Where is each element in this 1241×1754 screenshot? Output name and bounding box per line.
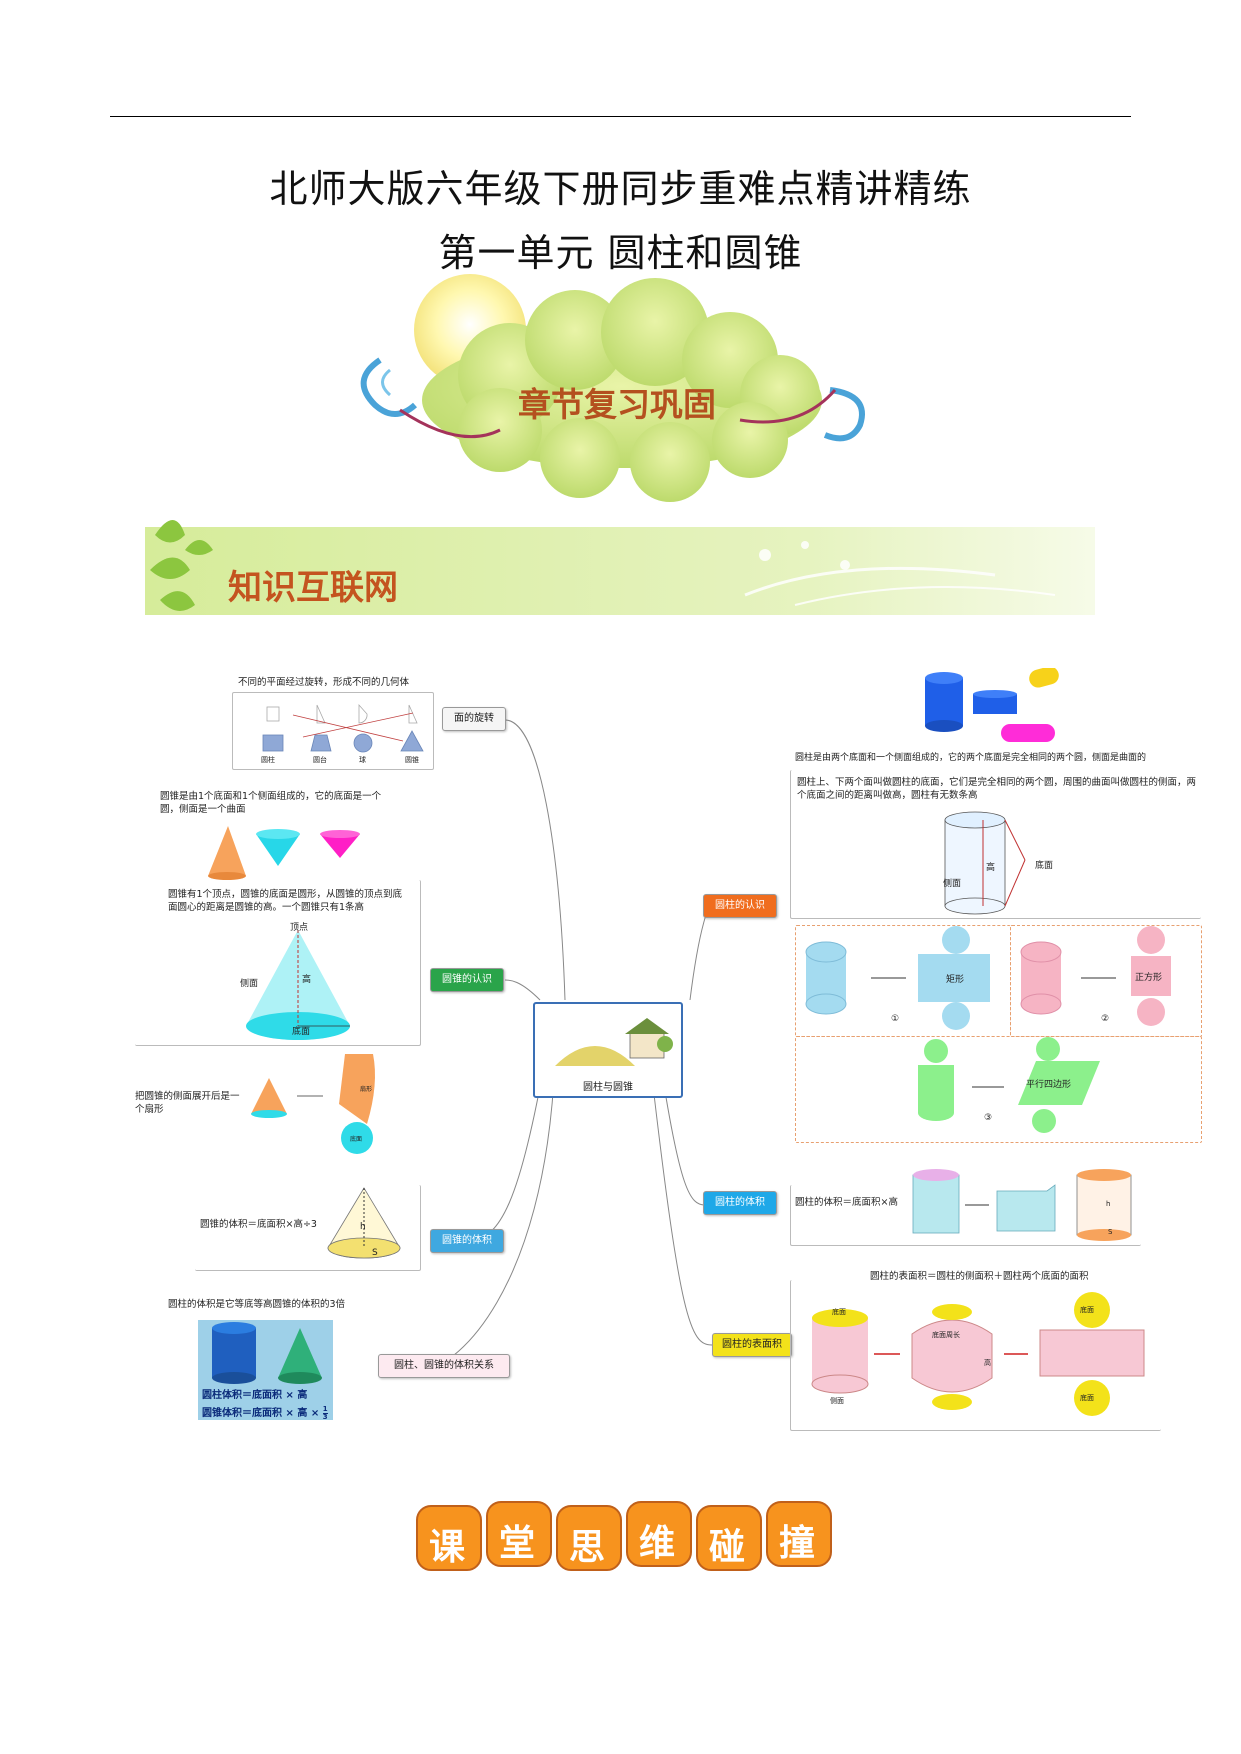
- relation-fraction: 1 3: [322, 1404, 328, 1421]
- cloud-sun-illustration: [360, 274, 865, 502]
- unfold-mark: ①: [891, 1014, 900, 1024]
- stamp-char: 思: [569, 1527, 606, 1568]
- stamp-char: 撞: [779, 1523, 816, 1564]
- unfold-rectangle-panel: 矩形 ①: [795, 925, 1011, 1037]
- cylinder-side-label: 侧面: [943, 879, 962, 889]
- relation-formula-2-text: 圆锥体积＝底面积 × 高 ×: [202, 1408, 320, 1419]
- cylinder-base-label: 底面: [1035, 861, 1054, 871]
- cone-unfold-diagram: [251, 1054, 375, 1154]
- unfold-parallelogram-diagram: [918, 1037, 1100, 1133]
- surface-height-label: 高: [984, 1359, 991, 1367]
- unfold-square-panel: 正方形 ②: [1010, 925, 1202, 1037]
- unfold-rectangle-diagram: [805, 926, 990, 1030]
- page-subtitle: 第一单元 圆柱和圆锥: [438, 231, 803, 275]
- relation-fraction-num: 1: [322, 1404, 328, 1413]
- relation-fraction-den: 3: [322, 1412, 328, 1421]
- cylinder-note-1: 圆柱是由两个底面和一个侧面组成的，它的两个底面是完全相同的两个圆，侧面是曲面的: [795, 753, 1147, 763]
- cylinder-volume-diagram: [912, 1169, 1132, 1241]
- unfold-shape-label: 正方形: [1135, 973, 1163, 983]
- cone-side-label: 侧面: [240, 979, 259, 989]
- cylinder-volume-s: S: [1108, 1228, 1113, 1236]
- cylinder-volume-h: h: [1106, 1200, 1111, 1208]
- relation-node[interactable]: 圆柱、圆锥的体积关系: [378, 1354, 510, 1378]
- rotation-node[interactable]: 面的旋转: [442, 707, 506, 731]
- cone-note-2: 圆锥有1个顶点，圆锥的底面是圆形，从圆锥的顶点到底面圆心的距离是圆锥的高。一个圆…: [168, 889, 403, 913]
- page-title: 北师大版六年级下册同步重难点精讲精练: [269, 167, 972, 211]
- stamp-char: 课: [429, 1527, 466, 1568]
- surface-top-label: 底面: [1080, 1306, 1094, 1314]
- cylinder-surface-note: 圆柱的表面积＝圆柱的侧面积＋圆柱两个底面的面积: [870, 1271, 1089, 1282]
- cylinder-recognition-node[interactable]: 圆柱的认识: [703, 894, 777, 918]
- relation-card: 圆柱体积＝底面积 × 高 圆锥体积＝底面积 × 高 × 1 3: [198, 1320, 333, 1420]
- cylinder-cone-compare-icon: [212, 1322, 322, 1384]
- cone-unfold-note: 把圆锥的侧面展开后是一个扇形: [135, 1091, 240, 1115]
- cone-panel: [135, 880, 421, 1046]
- rotation-panel: 圆柱 圆台 球 圆锥: [232, 692, 434, 770]
- cone-recognition-node[interactable]: 圆锥的认识: [430, 968, 504, 992]
- unfold-parallelogram-panel: 平行四边形 ③: [795, 1036, 1202, 1143]
- cone-volume-node[interactable]: 圆锥的体积: [430, 1229, 504, 1253]
- cone-volume-note: 圆锥的体积＝底面积×高÷3: [200, 1219, 317, 1230]
- classroom-banner: 课 堂 思 维 碰 撞: [415, 1498, 835, 1578]
- cone-base-label: 底面: [292, 1027, 311, 1037]
- stamp-tiles: [416, 1501, 832, 1571]
- cone-unfold-label-base: 底面: [350, 1136, 363, 1143]
- cylinder-height-label: 高: [986, 863, 996, 873]
- cone-note-1: 圆锥是由1个底面和1个侧面组成的，它的底面是一个圆，侧面是一个曲面: [160, 791, 382, 815]
- rotation-shape-label: 圆台: [313, 756, 327, 764]
- leaf-band-illustration: [145, 520, 1095, 615]
- unfold-square-diagram: [1020, 926, 1171, 1026]
- rotation-shape-label: 圆锥: [405, 756, 419, 764]
- cone-volume-panel: [195, 1185, 421, 1271]
- relation-note: 圆柱的体积是它等底等高圆锥的体积的3倍: [168, 1299, 346, 1310]
- unfold-mark: ②: [1101, 1014, 1110, 1024]
- cylinder-diagram: [944, 811, 1026, 915]
- stamp-char: 堂: [499, 1523, 536, 1564]
- cylinder-colored-icons: [925, 668, 1059, 742]
- unfold-mark: ③: [984, 1113, 993, 1123]
- unfold-shape-label: 平行四边形: [1026, 1080, 1072, 1090]
- rotation-shape-label: 球: [359, 756, 366, 764]
- cylinder-surface-panel: [790, 1280, 1161, 1431]
- cone-volume-diagram: [327, 1187, 401, 1259]
- review-banner: 章节复习巩固: [360, 270, 880, 510]
- review-banner-label: 章节复习巩固: [518, 385, 716, 424]
- surface-bottom-label: 底面: [1080, 1394, 1094, 1402]
- cone-height-label: 高: [302, 975, 312, 985]
- surface-base-label: 底面: [832, 1308, 846, 1316]
- unfold-shape-label: 矩形: [946, 975, 965, 985]
- header-rule: [110, 116, 1131, 117]
- cone-diagram: [246, 930, 350, 1040]
- cylinder-volume-node[interactable]: 圆柱的体积: [703, 1191, 777, 1215]
- rotation-solids-icon: [262, 703, 424, 753]
- rotation-shape-label: 圆柱: [261, 756, 275, 764]
- cylinder-surface-node[interactable]: 圆柱的表面积: [712, 1333, 792, 1357]
- cone-apex-label: 顶点: [290, 923, 309, 933]
- knowledge-banner-label: 知识互联网: [228, 568, 398, 608]
- knowledge-banner: 知识互联网: [145, 505, 1095, 625]
- relation-formula-2: 圆锥体积＝底面积 × 高 × 1 3: [202, 1404, 328, 1421]
- cone-volume-s: S: [372, 1248, 378, 1258]
- cylinder-surface-diagram: [811, 1292, 1145, 1416]
- surface-perimeter-label: 底面周长: [932, 1331, 960, 1339]
- cylinder-note-2: 圆柱上、下两个面叫做圆柱的底面，它们是完全相同的两个圆，周围的曲面叫做圆柱的侧面…: [797, 777, 1197, 801]
- relation-formula-1: 圆柱体积＝底面积 × 高: [202, 1390, 308, 1401]
- mindmap-center-node[interactable]: 圆柱与圆锥: [533, 1002, 683, 1098]
- hill-house-icon: [555, 1018, 673, 1066]
- stamp-char: 维: [639, 1523, 676, 1564]
- rotation-note: 不同的平面经过旋转，形成不同的几何体: [238, 677, 410, 688]
- cylinder-volume-panel: [790, 1185, 1141, 1246]
- cylinder-panel: [790, 770, 1201, 919]
- mindmap-center-label: 圆柱与圆锥: [583, 1082, 633, 1093]
- stamp-char: 碰: [709, 1527, 746, 1568]
- cylinder-volume-note: 圆柱的体积＝底面积×高: [795, 1197, 898, 1208]
- cone-unfold-label-sector: 扇形: [360, 1086, 373, 1093]
- cone-volume-h: h: [360, 1222, 366, 1232]
- surface-side-label: 侧面: [830, 1397, 844, 1405]
- cone-colored-icons: [208, 826, 360, 880]
